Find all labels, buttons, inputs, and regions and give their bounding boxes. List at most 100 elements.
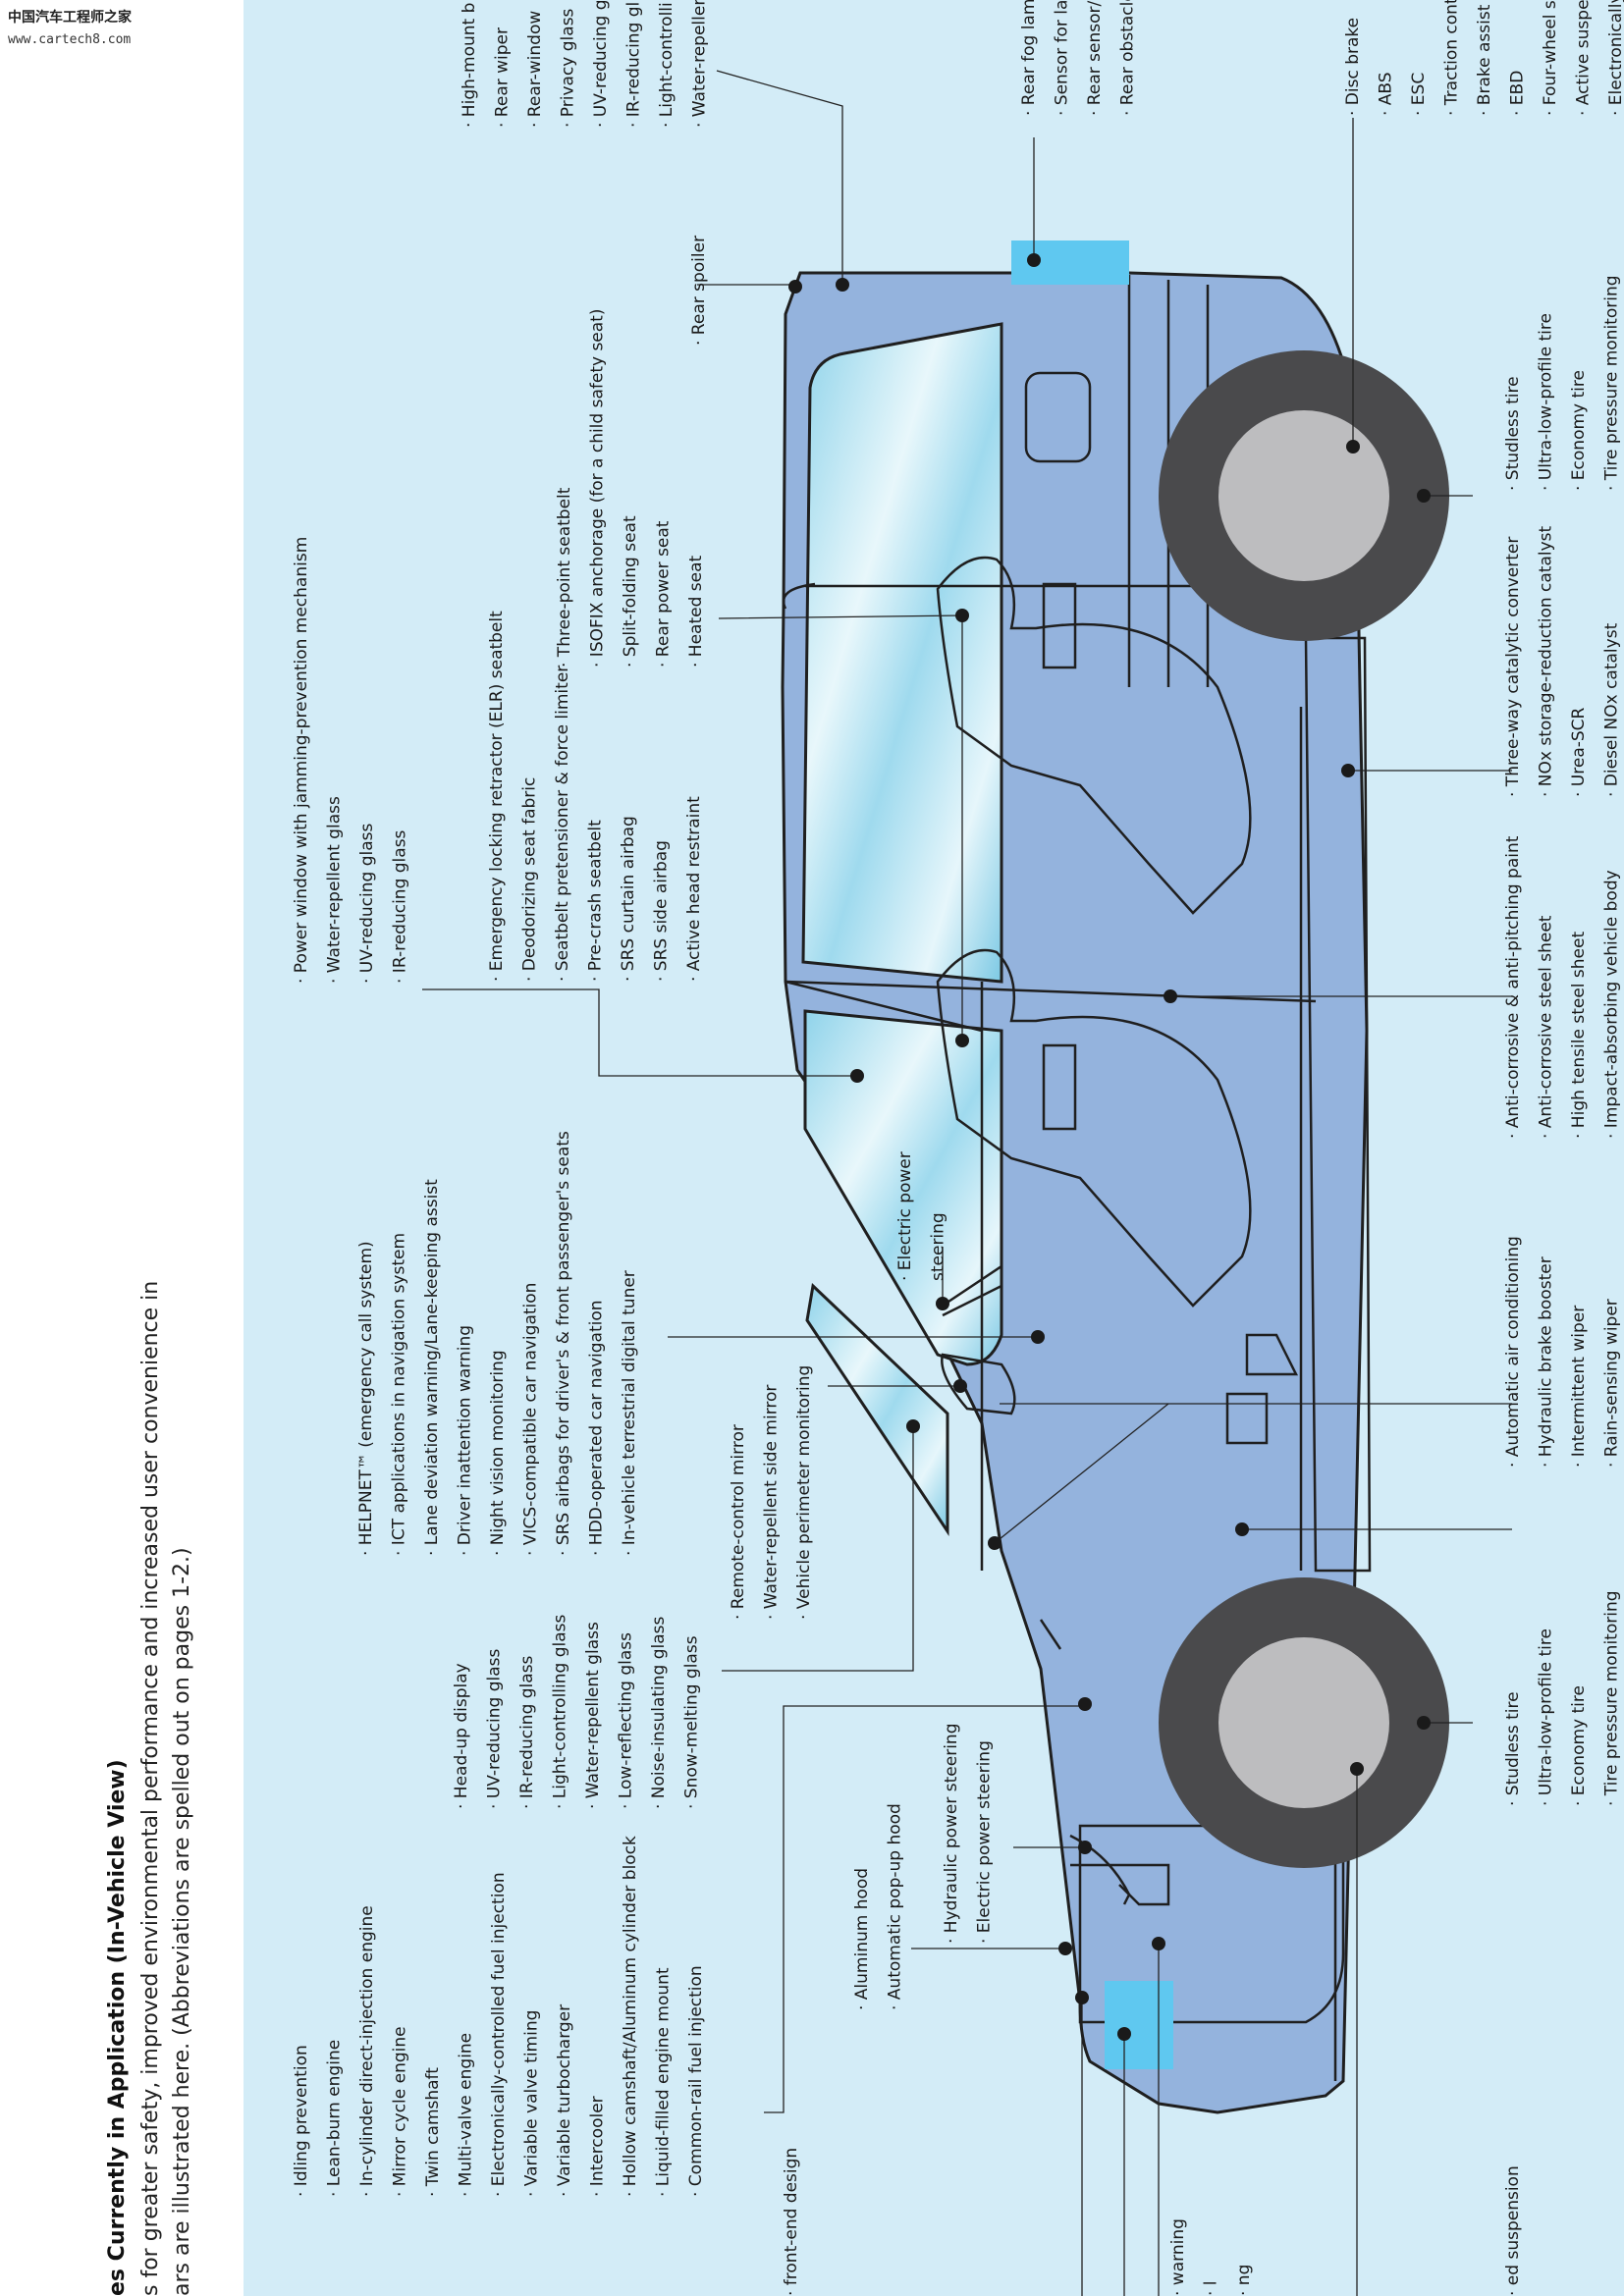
label-seatbelt: · SRS side airbag [652,840,672,982]
label-group-front-lamp: · warning· l· ng [1168,2218,1254,2296]
label-body: · Impact-absorbing vehicle body [1602,870,1622,1139]
rear-seat-belt [1042,582,1077,669]
label-group-mirror: · Remote-control mirror· Water-repellent… [729,1365,814,1620]
label-body: · Anti-corrosive & anti-pitching paint [1503,835,1523,1139]
side-mirror [941,1353,1016,1415]
label-windshield: · Light-controlling glass [551,1615,570,1809]
label-windshield: · UV-reducing glass [485,1649,505,1809]
label-engine: · Hollow camshaft/Aluminum cylinder bloc… [621,1836,640,2197]
front-wheel-rim [1218,1637,1389,1808]
door-seams [785,584,1317,1571]
label-engine: · Intercooler [588,2096,608,2197]
grille-line [1070,1863,1170,1906]
label-windshield: · IR-reducing glass [517,1655,537,1809]
label-rear-window: · UV-reducing g [591,0,611,128]
label-brakes: · EBD [1508,71,1528,116]
fuel-door [1024,371,1092,463]
label-rear-lamp: · Rear fog lamp [1019,0,1039,116]
windshield-glass [805,1282,949,1536]
rear-wheel-rim [1218,410,1389,581]
label-windshield: · Water-repellent glass [583,1622,603,1809]
label-front-tire: · Studless tire [1503,1691,1523,1806]
label-rear-seat: · Split-folding seat [621,515,640,667]
label-windshield: · Snow-melting glass [682,1635,702,1809]
body-lines [782,582,1062,1650]
label-group-brakes: · Disc brake· ABS· ESC· Traction contr· … [1343,0,1624,116]
front-bumper [1078,1824,1345,2024]
intro-line-1: s for greater safety, improved environme… [138,1281,163,2296]
label-exhaust: · Three-way catalytic converter [1503,537,1523,797]
label-power-steering: · Hydraulic power steering [942,1724,961,1945]
label-rear-tire: · Ultra-low-profile tire [1537,313,1556,491]
label-engine: · In-cylinder direct-injection engine [357,1905,377,2197]
label-front-tire: · Tire pressure monitoring [1602,1590,1622,1806]
label-rear-spoiler: · Rear spoiler [689,236,709,346]
page-title: es Currently in Application (In-Vehicle … [105,1759,130,2296]
label-brakes: · Four-wheel st [1541,0,1560,116]
label-mirror: · Water-repellent side mirror [762,1385,782,1620]
label-rear-lamp: · Rear obstacle [1118,0,1138,116]
label-group-suspension: · ed suspension [1503,2165,1523,2296]
rear-seat [936,556,1252,915]
label-windshield: · Low-reflecting glass [617,1632,636,1809]
label-group-rear-tire: · Studless tire· Ultra-low-profile tire·… [1503,275,1622,491]
label-power-steering: · Electric power steering [975,1740,995,1944]
car-illustration [781,240,1449,2114]
label-brakes: · Active suspen [1574,0,1594,116]
label-group-front-end: · front-end design [782,2148,801,2296]
label-engine: · Variable turbocharger [555,2004,574,2197]
label-group-side-window: · Power window with jamming-prevention m… [292,537,410,984]
label-group-seatbelt: · Emergency locking retractor (ELR) seat… [487,611,704,982]
label-body: · Anti-corrosive steel sheet [1537,915,1556,1139]
label-seatbelt: · SRS curtain airbag [619,816,638,982]
label-exhaust: · Urea-SCR [1569,707,1589,797]
label-windshield: · Head-up display [452,1663,471,1809]
label-seatbelt: · Emergency locking retractor (ELR) seat… [487,611,507,982]
label-front-tire: · Economy tire [1569,1685,1589,1806]
label-rear-seat: · Three-point seatbelt [555,487,574,667]
label-rear-window: · Privacy glass [559,8,578,128]
label-brakes: · Electronically [1606,0,1624,116]
label-front-lamp: · warning [1168,2218,1188,2296]
label-rear-tire: · Economy tire [1569,370,1589,491]
label-group-power-steering: · Hydraulic power steering · Electric pow… [942,1724,995,1945]
label-steering: steering [929,1212,948,1281]
label-navigation: · HDD-operated car navigation [587,1300,607,1556]
label-hvac: · Automatic air conditioning [1503,1236,1523,1468]
label-group-rear-lamp: · Rear fog lamp· Sensor for late· Rear s… [1019,0,1138,116]
label-group-rear-seat: · Three-point seatbelt· ISOFIX anchorage… [555,309,706,667]
label-rear-window: · Rear-window [525,11,545,128]
side-skirt [1304,636,1372,1573]
label-navigation: · HELPNET™ (emergency call system) [356,1241,376,1556]
label-engine: · Electronically-controlled fuel injecti… [489,1872,509,2197]
label-rear-window: · Light-controlli [657,2,677,128]
rear-window-glass [801,322,1003,984]
watermark-url: www.cartech8.com [8,32,131,47]
label-group-navigation: · HELPNET™ (emergency call system)· ICT … [356,1131,639,1556]
callout-labels: · Idling prevention· Lean-burn engine· I… [292,0,1624,2296]
label-group-rear-spoiler: · Rear spoiler [689,236,709,346]
label-brakes: · ABS [1377,72,1396,116]
label-seatbelt: · Seatbelt pretensioner & force limiter [553,666,572,982]
label-front-lamp: · ng [1234,2265,1254,2296]
label-group-hood: · Aluminum hood· Automatic pop-up hood [852,1803,905,2010]
label-hvac: · Intermittent wiper [1569,1306,1589,1468]
label-engine: · Lean-burn engine [325,2040,345,2197]
front-door-glass [803,1009,1003,1366]
label-windshield: · Noise-insulating glass [649,1616,669,1809]
label-mirror: · Vehicle perimeter monitoring [794,1365,814,1620]
label-seatbelt: · Pre-crash seatbelt [586,820,606,982]
label-navigation: · Lane deviation warning/Lane-keeping as… [422,1179,442,1556]
label-rear-tire: · Tire pressure monitoring [1602,275,1622,491]
callout-dots [788,253,1431,2041]
label-engine: · Common-rail fuel injection [686,1965,706,2197]
label-steering: · Electric power [895,1151,915,1281]
label-brakes: · Traction contr [1442,0,1462,116]
label-rear-window: · Rear wiper [493,27,513,128]
label-hood: · Automatic pop-up hood [886,1803,905,2010]
label-front-end: · front-end design [782,2148,801,2296]
label-rear-lamp: · Rear sensor/R [1085,0,1105,116]
label-side-window: · IR-reducing glass [391,829,410,984]
